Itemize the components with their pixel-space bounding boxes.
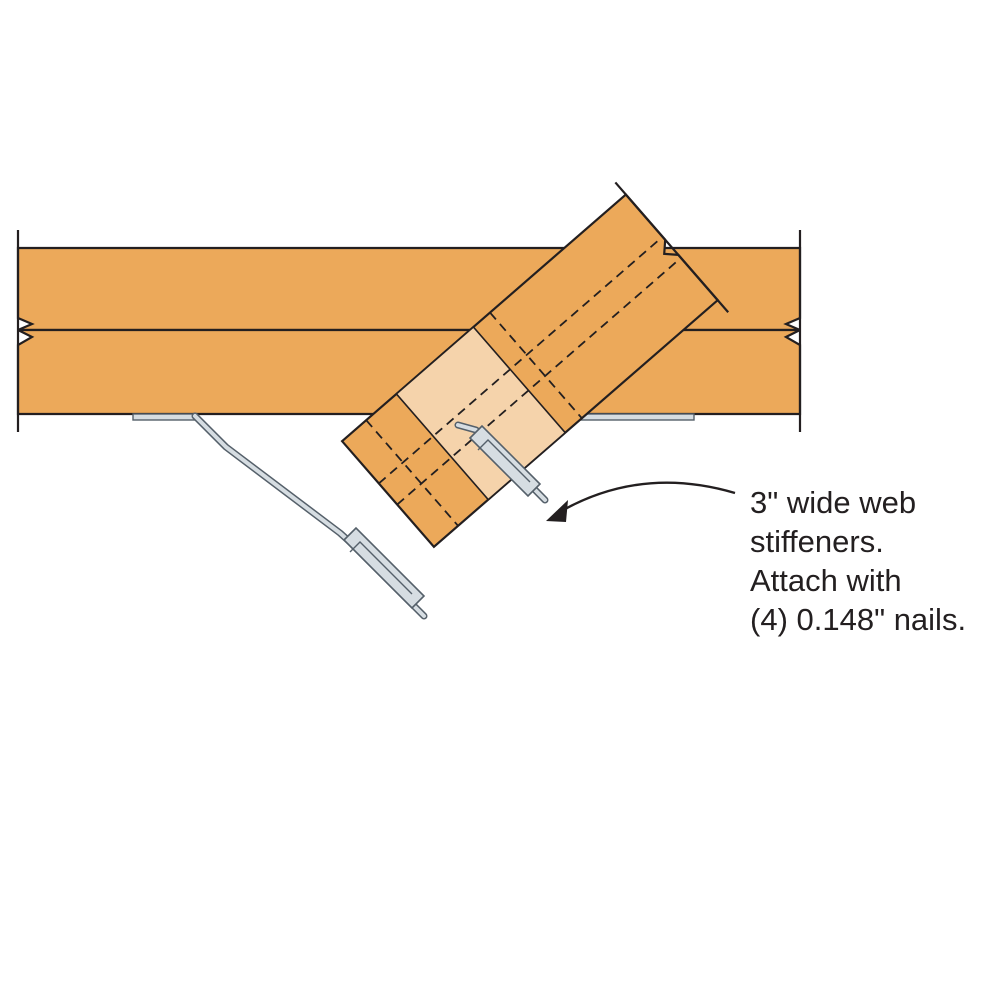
callout-leader xyxy=(546,481,736,522)
hidden-lines xyxy=(365,240,678,527)
hanger-body xyxy=(191,412,549,620)
callout-text: 3" wide web stiffeners. Attach with (4) … xyxy=(750,485,966,637)
hidden-line-left-end xyxy=(365,419,459,527)
joist-break-line xyxy=(614,181,730,313)
callout-line-3: Attach with xyxy=(750,563,902,598)
skewed-joist xyxy=(340,181,730,549)
hanger-seat-tab-left xyxy=(342,526,426,610)
hidden-line-flange-lower xyxy=(396,261,678,506)
hanger-seat-tab-left-inner xyxy=(349,541,413,595)
hidden-line-flange-upper xyxy=(378,240,659,485)
hanger-top-flange-left xyxy=(132,413,196,421)
hidden-line-stiffener-edge xyxy=(489,311,583,419)
callout-line-1: 3" wide web xyxy=(750,485,916,520)
web-stiffener xyxy=(395,325,567,501)
hanger-side-tab-right xyxy=(468,424,542,498)
callout-line-4: (4) 0.148" nails. xyxy=(750,602,966,637)
callout-line-2: stiffeners. xyxy=(750,524,884,559)
hanger-side-tab-right-inner xyxy=(477,439,531,483)
leader-arrowhead xyxy=(546,500,568,522)
leader-arc xyxy=(557,481,736,515)
